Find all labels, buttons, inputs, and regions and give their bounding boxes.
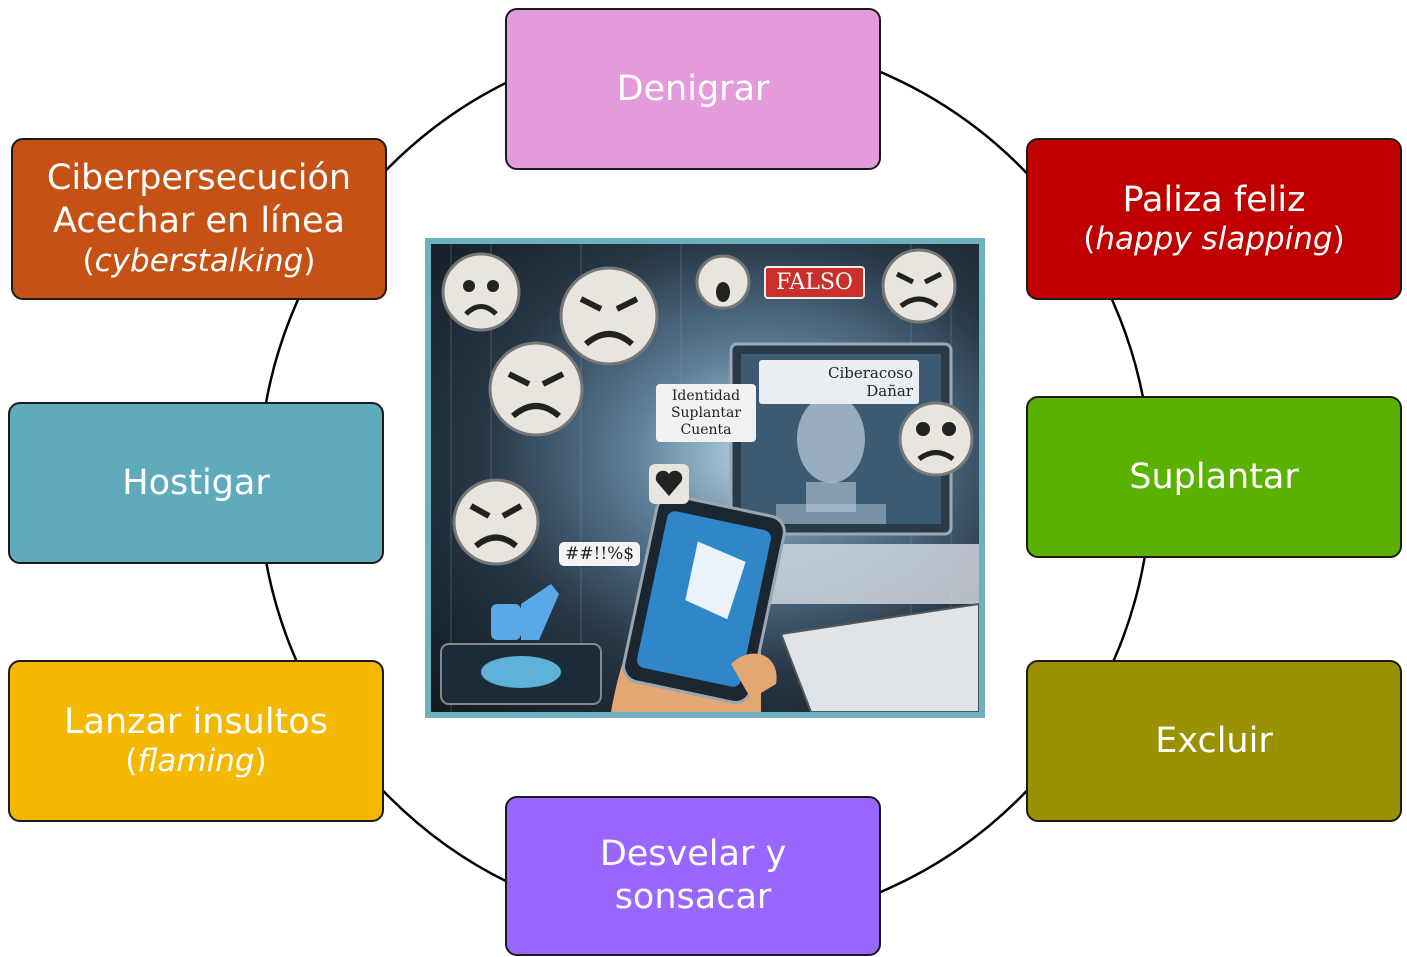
identity-label: Identidad Suplantar Cuenta — [656, 384, 756, 443]
shocked-emoji-icon — [695, 254, 751, 310]
crying-angry-emoji-icon — [559, 266, 659, 366]
node-suplantar: Suplantar — [1026, 396, 1402, 558]
heart-eyes-angry-emoji-icon — [898, 401, 974, 477]
node-ciberpersecucion-subtitle: (cyberstalking) — [82, 242, 316, 279]
node-excluir-title: Excluir — [1155, 720, 1273, 761]
node-paliza-feliz: Paliza feliz (happy slapping) — [1026, 138, 1402, 300]
node-hostigar-title: Hostigar — [122, 462, 270, 503]
node-excluir: Excluir — [1026, 660, 1402, 822]
mad-emoji-icon — [881, 248, 957, 324]
node-hostigar: Hostigar — [8, 402, 384, 564]
angry-emoji-icon — [488, 341, 584, 437]
hand-holding-phone-icon — [611, 494, 786, 712]
angry-emoji-icon — [441, 252, 521, 332]
hologram-head-icon — [776, 395, 886, 524]
fake-label: FALSO — [764, 266, 865, 299]
node-ciberpersecucion: Ciberpersecución Acechar en línea (cyber… — [11, 138, 387, 300]
node-suplantar-title: Suplantar — [1129, 456, 1299, 497]
node-denigrar-title: Denigrar — [616, 68, 770, 109]
heart-bubble-icon — [649, 464, 689, 504]
node-lanzar-insultos-title: Lanzar insultos — [64, 701, 328, 742]
ciberacoso-label: Ciberacoso Dañar — [759, 360, 919, 404]
node-lanzar-insultos: Lanzar insultos (flaming) — [8, 660, 384, 822]
cyberbullying-illustration: FALSO Ciberacoso Dañar Identidad Suplant… — [425, 238, 985, 718]
node-lanzar-insultos-subtitle: (flaming) — [125, 743, 267, 780]
node-ciberpersecucion-title-line1: Ciberpersecución — [46, 158, 352, 199]
insult-symbols-label: ##!!%$ — [559, 542, 641, 566]
node-denigrar: Denigrar — [505, 8, 881, 170]
node-desvelar-title-line2: sonsacar — [614, 877, 772, 917]
node-desvelar-title-line1: Desvelar y — [599, 834, 787, 875]
node-desvelar-sonsacar: Desvelar y sonsacar — [505, 796, 881, 956]
node-paliza-feliz-subtitle: (happy slapping) — [1083, 221, 1345, 258]
node-paliza-feliz-title: Paliza feliz — [1122, 179, 1306, 220]
thumbs-up-icon — [491, 584, 559, 640]
node-ciberpersecucion-title-line2: Acechar en línea — [53, 201, 345, 242]
angry-emoji-icon — [452, 478, 540, 566]
illustration-graphics — [440, 244, 979, 712]
